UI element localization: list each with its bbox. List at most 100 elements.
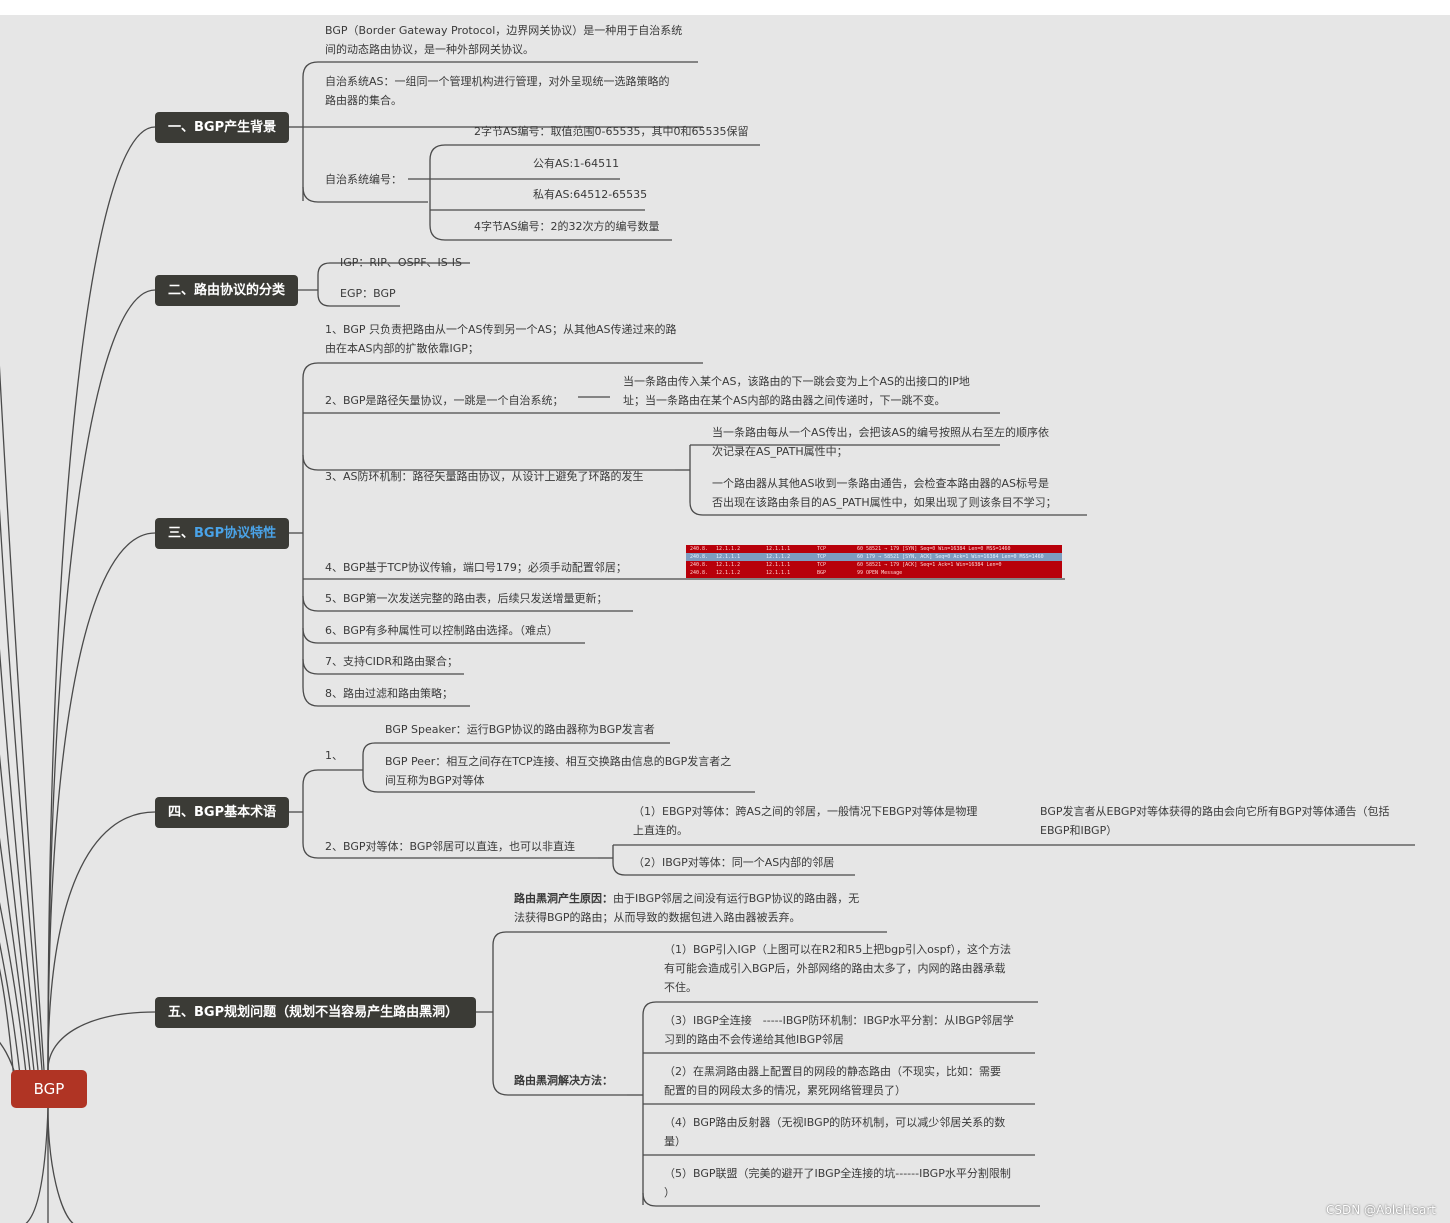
packet-info: 60 179 → 58521 [SYN, ACK] Seq=0 Ack=1 Wi… — [857, 554, 1044, 560]
node-ebgp-peer[interactable]: （1）EBGP对等体：跨AS之间的邻居，一般情况下EBGP对等体是物理上直连的。 — [633, 802, 977, 840]
packet-row: 240.8. 12.1.1.1 12.1.1.2 TCP 60 179 → 58… — [686, 553, 1062, 561]
node-feature-6[interactable]: 6、BGP有多种属性可以控制路由选择。（难点） — [325, 624, 559, 637]
node-text: 次记录在AS_PATH属性中； — [712, 445, 848, 458]
mind-map-canvas: BGP 一、BGP产生背景 二、路由协议的分类 三、BGP协议特性 四、BGP基… — [0, 15, 1450, 1223]
packet-no: 240.8. — [690, 546, 709, 552]
node-text: 上直连的。 — [633, 824, 688, 837]
connector-root-b1 — [47, 126, 156, 1071]
node-bgp-speaker[interactable]: BGP Speaker：运行BGP协议的路由器称为BGP发言者 — [385, 723, 655, 736]
node-text: （1）BGP引入IGP（上图可以在R2和R5上把bgp引入ospf），这个方法 — [664, 943, 1011, 956]
node-private-as[interactable]: 私有AS:64512-65535 — [533, 188, 648, 201]
connector-offscreen — [0, 901, 27, 1074]
node-2byte-as[interactable]: 2字节AS编号：取值范围0-65535，其中0和65535保留 — [474, 125, 749, 138]
node-term-1[interactable]: 1、 — [325, 749, 343, 762]
connector-offscreen — [0, 648, 39, 1071]
packet-row: 240.8. 12.1.1.2 12.1.1.1 TCP 60 58521 → … — [686, 561, 1062, 569]
node-blackhole-cause[interactable]: 路由黑洞产生原因：由于IBGP邻居之间没有运行BGP协议的路由器，无法获得BGP… — [514, 889, 859, 927]
node-4byte-as[interactable]: 4字节AS编号：2的32次方的编号数量 — [474, 220, 660, 233]
packet-no: 240.8. — [690, 570, 709, 576]
node-feature-3-note-2[interactable]: 一个路由器从其他AS收到一条路由通告，会检查本路由器的AS标号是否出现在该路由条… — [712, 474, 1057, 512]
node-solution-3[interactable]: （3）IBGP全连接 -----IBGP防环机制：IBGP水平分割：从IBGP邻… — [664, 1011, 1014, 1049]
node-blackhole-solution[interactable]: 路由黑洞解决方法： — [514, 1074, 613, 1087]
node-feature-3-note-1[interactable]: 当一条路由每从一个AS传出，会把该AS的编号按照从右至左的顺序依次记录在AS_P… — [712, 423, 1049, 461]
node-text: 当一条路由传入某个AS，该路由的下一跳会变为上个AS的出接口的IP地 — [623, 375, 970, 388]
node-as-definition[interactable]: 自治系统AS：一组同一个管理机构进行管理，对外呈现统一选路策略的路由器的集合。 — [325, 72, 670, 110]
node-text: （2）在黑洞路由器上配置目的网段的静态路由（不现实，比如：需要 — [664, 1065, 1001, 1078]
branch-routing-protocol-classes[interactable]: 二、路由协议的分类 — [155, 275, 299, 306]
connector-root-b5 — [47, 1011, 156, 1071]
node-term-2[interactable]: 2、BGP对等体：BGP邻居可以直连，也可以非直连 — [325, 840, 576, 853]
packet-info: 99 OPEN Message — [857, 570, 903, 576]
packet-no: 240.8. — [690, 554, 709, 560]
node-text: （1）EBGP对等体：跨AS之间的邻居，一般情况下EBGP对等体是物理 — [633, 805, 978, 818]
packet-src: 12.1.1.2 — [716, 562, 741, 568]
node-text: （5）BGP联盟（完美的避开了IBGP全连接的坑------IBGP水平分割限制 — [664, 1167, 1011, 1180]
node-feature-8[interactable]: 8、路由过滤和路由策略； — [325, 687, 453, 700]
connector-lines — [0, 61, 1415, 1223]
packet-src: 12.1.1.2 — [716, 570, 741, 576]
packet-proto: TCP — [817, 554, 827, 560]
branch-bgp-background[interactable]: 一、BGP产生背景 — [155, 112, 290, 143]
node-text: 一个路由器从其他AS收到一条路由通告，会检查本路由器的AS标号是 — [712, 477, 1050, 490]
packet-capture-image[interactable]: 240.8. 12.1.1.2 12.1.1.1 TCP 60 58521 → … — [686, 545, 1062, 578]
branch-label: 一、BGP产生背景 — [168, 120, 277, 135]
node-text: （3）IBGP全连接 -----IBGP防环机制：IBGP水平分割：从IBGP邻… — [664, 1014, 1014, 1027]
node-bgp-definition[interactable]: BGP（Border Gateway Protocol，边界网关协议）是一种用于… — [325, 21, 682, 59]
node-text: 路由器的集合。 — [325, 94, 402, 107]
node-text: 址；当一条路由在某个AS内部的路由器之间传递时，下一跳不变。 — [623, 394, 946, 407]
node-solution-2[interactable]: （2）在黑洞路由器上配置目的网段的静态路由（不现实，比如：需要配置的目的网段太多… — [664, 1062, 1001, 1100]
node-text: 自治系统AS：一组同一个管理机构进行管理，对外呈现统一选路策略的 — [325, 75, 670, 88]
packet-proto: BGP — [817, 570, 827, 576]
branch-bgp-planning[interactable]: 五、BGP规划问题（规划不当容易产生路由黑洞） — [155, 997, 476, 1028]
node-ibgp-peer[interactable]: （2）IBGP对等体：同一个AS内部的邻居 — [633, 856, 835, 869]
packet-row: 240.8. 12.1.1.2 12.1.1.1 TCP 60 58521 → … — [686, 545, 1062, 553]
node-egp[interactable]: EGP：BGP — [340, 287, 396, 300]
node-feature-1[interactable]: 1、BGP 只负责把路由从一个AS传到另一个AS；从其他AS传递过来的路由在本A… — [325, 320, 677, 358]
branch-bgp-terms[interactable]: 四、BGP基本术语 — [155, 797, 290, 828]
node-text: 不住。 — [664, 981, 697, 994]
node-text: 当一条路由每从一个AS传出，会把该AS的编号按照从右至左的顺序依 — [712, 426, 1050, 439]
connector-offscreen — [0, 365, 45, 1071]
node-solution-4[interactable]: （4）BGP路由反射器（无视IBGP的防环机制，可以减少邻居关系的数量） — [664, 1113, 1005, 1151]
node-public-as[interactable]: 公有AS:1-64511 — [533, 157, 620, 170]
packet-dst: 12.1.1.2 — [766, 554, 791, 560]
branch-label: 四、BGP基本术语 — [168, 805, 277, 820]
node-text: 配置的目的网段太多的情况，累死网络管理员了） — [664, 1084, 906, 1097]
node-feature-4[interactable]: 4、BGP基于TCP协议传输，端口号179；必须手动配置邻居； — [325, 561, 627, 574]
node-feature-2[interactable]: 2、BGP是路径矢量协议，一跳是一个自治系统； — [325, 394, 564, 407]
node-text: 由在本AS内部的扩散依靠IGP； — [325, 342, 479, 355]
node-feature-2-note[interactable]: 当一条路由传入某个AS，该路由的下一跳会变为上个AS的出接口的IP地址；当一条路… — [623, 372, 970, 410]
node-text: BGP（Border Gateway Protocol，边界网关协议）是一种用于… — [325, 24, 683, 37]
node-text: ） — [664, 1186, 675, 1199]
branch-label: 二、路由协议的分类 — [168, 283, 286, 298]
packet-dst: 12.1.1.1 — [766, 546, 791, 552]
node-feature-3[interactable]: 3、AS防环机制：路径矢量路由协议，从设计上避免了环路的发生 — [325, 470, 644, 483]
node-text: 法获得BGP的路由；从而导致的数据包进入路由器被丢弃。 — [514, 911, 801, 924]
root-node[interactable]: BGP — [11, 1070, 87, 1108]
packet-proto: TCP — [817, 562, 827, 568]
connector-offscreen — [25, 1107, 49, 1223]
connector-root-b3 — [47, 532, 156, 1071]
packet-dst: 12.1.1.1 — [766, 562, 791, 568]
node-text: BGP Peer：相互之间存在TCP连接、相互交换路由信息的BGP发言者之 — [385, 755, 732, 768]
watermark: CSDN @AbleHeart — [1326, 1203, 1436, 1217]
packet-row: 240.8. 12.1.1.2 12.1.1.1 BGP 99 OPEN Mes… — [686, 569, 1062, 577]
node-solution-5[interactable]: （5）BGP联盟（完美的避开了IBGP全连接的坑------IBGP水平分割限制… — [664, 1164, 1011, 1202]
node-text: 由于IBGP邻居之间没有运行BGP协议的路由器，无 — [613, 892, 860, 905]
packet-info: 60 58521 → 179 [SYN] Seq=0 Win=16384 Len… — [857, 546, 1011, 552]
node-as-number[interactable]: 自治系统编号： — [325, 173, 402, 186]
node-igp[interactable]: IGP：RIP、OSPF、IS-IS — [340, 256, 462, 269]
connector-offscreen — [0, 754, 35, 1072]
node-feature-7[interactable]: 7、支持CIDR和路由聚合； — [325, 655, 459, 668]
node-bgp-peer[interactable]: BGP Peer：相互之间存在TCP连接、相互交换路由信息的BGP发言者之间互称… — [385, 752, 731, 790]
connector-offscreen — [47, 1107, 74, 1223]
node-feature-5[interactable]: 5、BGP第一次发送完整的路由表，后续只发送增量更新； — [325, 592, 608, 605]
node-solution-1[interactable]: （1）BGP引入IGP（上图可以在R2和R5上把bgp引入ospf），这个方法有… — [664, 940, 1011, 997]
connector-offscreen — [0, 508, 43, 1071]
branch-label: 五、BGP规划问题（规划不当容易产生路由黑洞） — [168, 1005, 459, 1020]
connector-root-b4 — [47, 811, 156, 1071]
packet-src: 12.1.1.2 — [716, 546, 741, 552]
branch-bgp-features[interactable]: 三、BGP协议特性 — [155, 518, 290, 549]
connector-root-b2 — [47, 289, 156, 1071]
